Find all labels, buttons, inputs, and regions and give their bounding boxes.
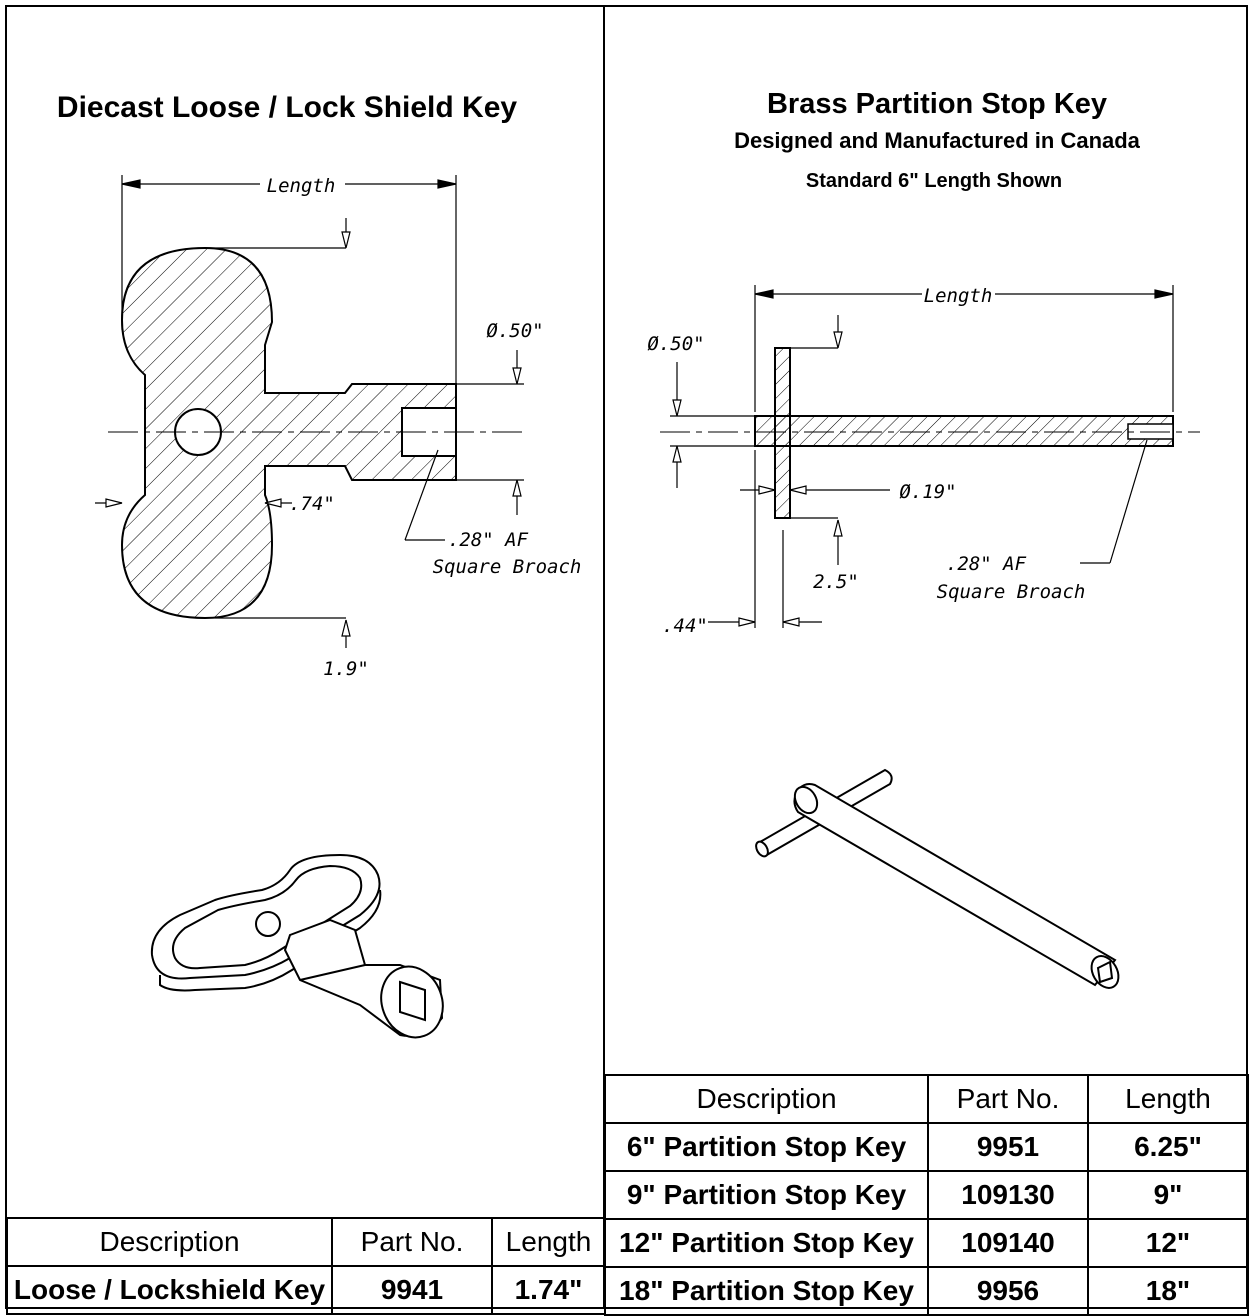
dim-broach-size-right: .28" AF xyxy=(946,553,1027,575)
table-row: 6" Partition Stop Key 9951 6.25" xyxy=(604,1122,1249,1172)
dim-offset: .44" xyxy=(662,615,708,637)
header-part-no: Part No. xyxy=(331,1217,493,1267)
cell-description: 6" Partition Stop Key xyxy=(604,1122,929,1172)
lockshield-dimensions xyxy=(95,175,524,648)
header-description: Description xyxy=(6,1217,333,1267)
header-length: Length xyxy=(491,1217,606,1267)
right-note: Standard 6" Length Shown xyxy=(806,170,1062,192)
cell-part-no: 109130 xyxy=(927,1170,1089,1220)
cell-part-no: 9951 xyxy=(927,1122,1089,1172)
dim-pin-dia: Ø.19" xyxy=(899,481,956,503)
dim-length-left: Length xyxy=(267,175,336,197)
cell-length: 18" xyxy=(1087,1266,1249,1316)
lockshield-parts-table: Description Part No. Length Loose / Lock… xyxy=(6,1217,606,1315)
cross-bar xyxy=(774,347,791,519)
shaft-hatched xyxy=(754,415,1174,447)
partition-key-isometric xyxy=(755,768,1120,989)
table-header-row: Description Part No. Length xyxy=(6,1217,606,1267)
dim-length-right: Length xyxy=(924,285,993,307)
header-part-no: Part No. xyxy=(927,1074,1089,1124)
cell-length: 12" xyxy=(1087,1218,1249,1268)
dim-bar: 2.5" xyxy=(813,571,859,593)
table-row: 9" Partition Stop Key 109130 9" xyxy=(604,1170,1249,1220)
header-description: Description xyxy=(604,1074,929,1124)
right-title: Brass Partition Stop Key xyxy=(767,88,1107,120)
cell-length: 9" xyxy=(1087,1170,1249,1220)
dim-broach-type-left: Square Broach xyxy=(433,556,582,578)
dim-diameter-left: Ø.50" xyxy=(486,320,543,342)
header-length: Length xyxy=(1087,1074,1249,1124)
cell-description: Loose / Lockshield Key xyxy=(6,1265,333,1315)
partition-dim-labels: Length Ø.50" Ø.19" 2.5" .44" .28" AF Squ… xyxy=(647,285,1085,637)
table-row: 12" Partition Stop Key 109140 12" xyxy=(604,1218,1249,1268)
cell-length: 6.25" xyxy=(1087,1122,1249,1172)
cell-part-no: 109140 xyxy=(927,1218,1089,1268)
table-row: Loose / Lockshield Key 9941 1.74" xyxy=(6,1265,606,1315)
cell-part-no: 9956 xyxy=(927,1266,1089,1316)
partition-parts-table: Description Part No. Length 6" Partition… xyxy=(604,1074,1249,1316)
cell-description: 18" Partition Stop Key xyxy=(604,1266,929,1316)
cell-description: 9" Partition Stop Key xyxy=(604,1170,929,1220)
table-header-row: Description Part No. Length xyxy=(604,1074,1249,1124)
partition-key-section xyxy=(660,347,1200,519)
dim-neck: .74" xyxy=(289,493,335,515)
dim-height: 1.9" xyxy=(323,658,369,680)
dim-broach-size-left: .28" AF xyxy=(448,529,529,551)
table-row: 18" Partition Stop Key 9956 18" xyxy=(604,1266,1249,1316)
dim-diameter-right: Ø.50" xyxy=(647,333,704,355)
left-title: Diecast Loose / Lock Shield Key xyxy=(57,91,517,124)
dim-broach-type-right: Square Broach xyxy=(937,581,1086,603)
cell-length: 1.74" xyxy=(491,1265,606,1315)
right-subtitle: Designed and Manufactured in Canada xyxy=(734,128,1141,153)
lockshield-dim-labels: Length Ø.50" .74" .28" AF Square Broach … xyxy=(267,175,582,680)
cell-description: 12" Partition Stop Key xyxy=(604,1218,929,1268)
cell-part-no: 9941 xyxy=(331,1265,493,1315)
partition-dimensions xyxy=(670,285,1174,628)
lockshield-key-isometric xyxy=(150,853,444,1039)
